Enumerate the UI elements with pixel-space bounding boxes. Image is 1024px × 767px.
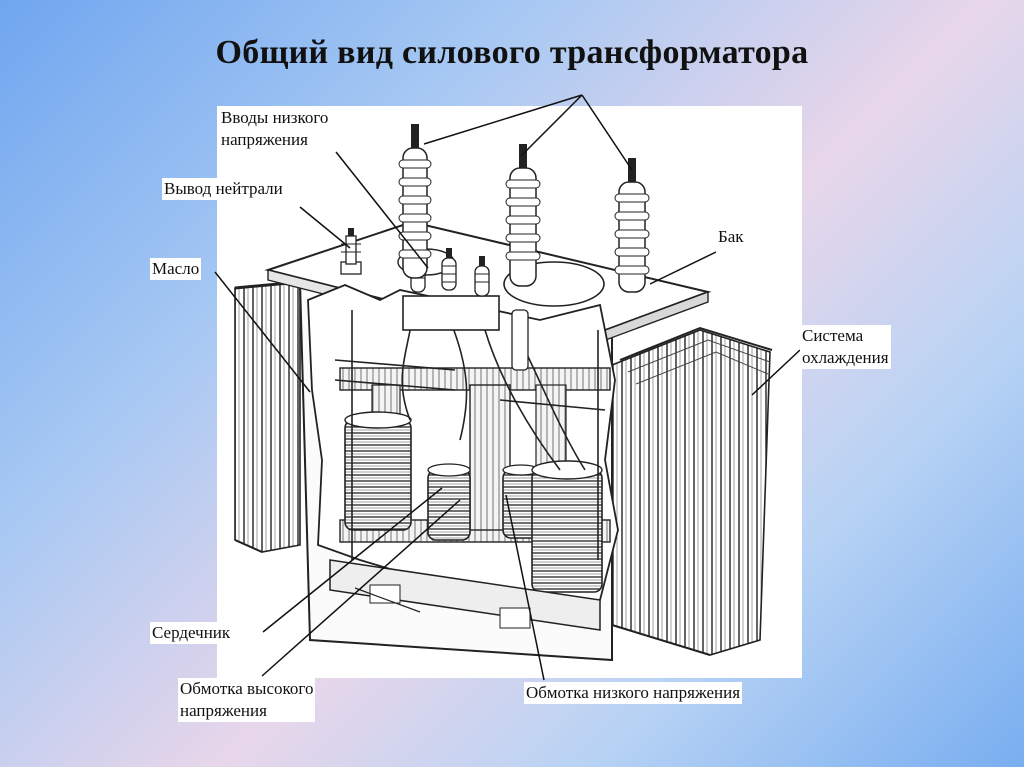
- right-radiator: [611, 326, 773, 656]
- label-hv-winding: Обмотка высокого напряжения: [178, 678, 316, 722]
- label-cooling-line1: Система: [802, 326, 864, 345]
- label-oil: Масло: [150, 258, 202, 280]
- base: [329, 559, 601, 631]
- windings: [344, 411, 603, 593]
- label-cooling-line2: охлаждения: [802, 348, 889, 367]
- label-core: Сердечник: [150, 622, 233, 644]
- label-hv-winding-line1: Обмотка высокого: [180, 679, 314, 698]
- slide-title: Общий вид силового трансформатора: [215, 34, 809, 71]
- lv-bushings: [402, 248, 529, 371]
- label-lv-bushings: Вводы низкого напряжения: [219, 107, 331, 151]
- label-tank: Бак: [716, 226, 746, 248]
- hv-bushing-2: [505, 144, 541, 287]
- label-lv-bushings-line1: Вводы низкого: [221, 108, 329, 127]
- label-neutral: Вывод нейтрали: [162, 178, 285, 200]
- hv-bushing-3: [614, 158, 650, 293]
- label-hv-winding-line2: напряжения: [180, 701, 267, 720]
- frame-and-leads: [334, 310, 606, 560]
- leader-lines: [214, 94, 801, 681]
- label-lv-winding: Обмотка низкого напряжения: [524, 682, 743, 704]
- label-lv-bushings-line2: напряжения: [221, 130, 308, 149]
- left-radiator: [234, 280, 301, 553]
- hv-bushing-1: [398, 124, 432, 279]
- label-cooling: Система охлаждения: [800, 325, 891, 369]
